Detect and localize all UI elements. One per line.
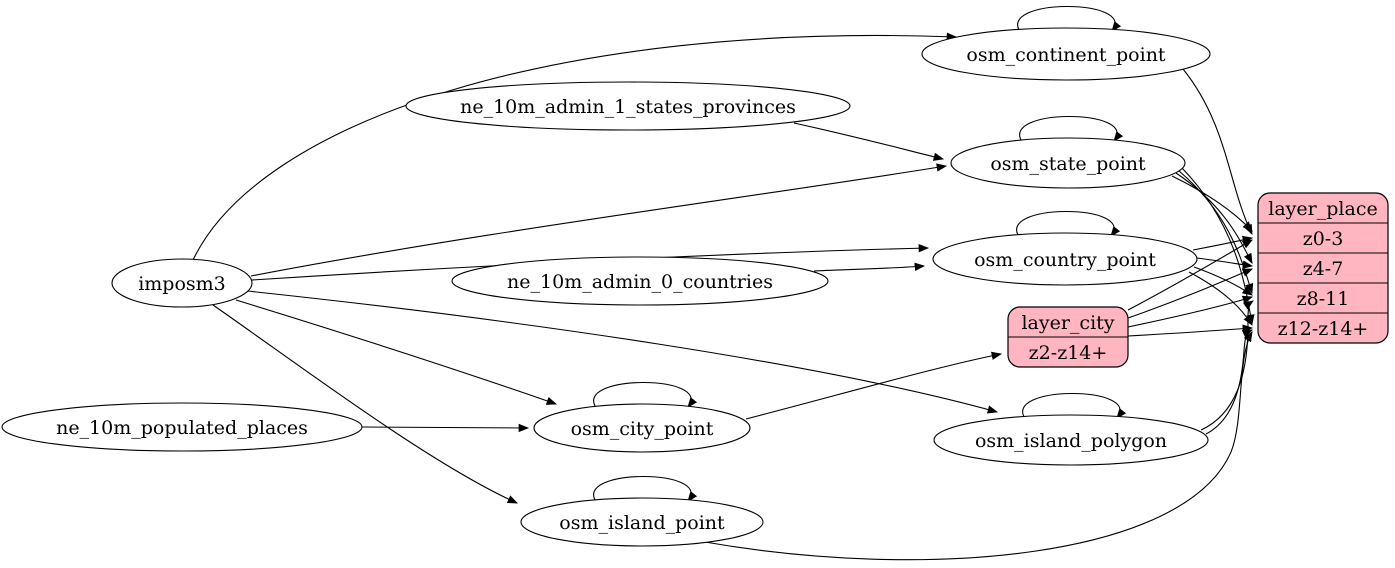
node-osm-state-point: osm_state_point — [950, 137, 1186, 189]
node-osm-continent-point-shape — [921, 27, 1211, 81]
node-ne-10m-admin-1-states-provinces: ne_10m_admin_1_states_provinces — [405, 81, 851, 131]
edge-ne_10m_admin_0_countries-to-osm_country_point — [813, 262, 926, 272]
node-imposm3: imposm3 — [111, 258, 253, 308]
node-osm-island-polygon: osm_island_polygon — [933, 414, 1209, 466]
record-layer-place-title: layer_place — [1268, 198, 1377, 220]
node-osm-country-point-shape — [932, 232, 1198, 286]
record-layer-city-row-z2-z14: z2-z14+ — [1029, 342, 1108, 364]
node-osm-island-point-shape — [520, 497, 764, 547]
edge-osm_island_point-to-layer_place-z12-z14+ — [698, 331, 1253, 561]
edge-osm_state_point-to-layer_place-z0-3 — [1171, 175, 1253, 232]
record-layer-place-row-z8-11: z8-11 — [1297, 288, 1350, 310]
edge-imposm3-to-osm_state_point — [250, 163, 948, 277]
node-ne-10m-admin-1-states-provinces-shape — [405, 81, 851, 131]
node-osm-continent-point-label: osm_continent_point — [966, 44, 1166, 66]
record-layer-place: layer_place z0-3 z4-7 z8-11 z12-z14+ — [1257, 192, 1389, 344]
edge-osm_island_polygon-to-layer_place-z8-11 — [1200, 300, 1254, 431]
record-layer-place-row-z12-z14: z12-z14+ — [1278, 318, 1369, 340]
self-loop-osm_island_polygon — [1022, 392, 1127, 421]
edge-osm_state_point-to-layer_place-z8-11 — [1178, 170, 1254, 295]
edge-imposm3-to-osm_city_point — [235, 299, 558, 405]
record-layer-city: layer_city z2-z14+ — [1007, 306, 1129, 368]
edge-osm_city_point-to-layer_city-z2-z14+ — [745, 351, 1003, 420]
node-osm-island-point-label: osm_island_point — [559, 512, 725, 534]
self-loop-osm_continent_point — [1017, 5, 1122, 34]
node-ne-10m-admin-0-countries: ne_10m_admin_0_countries — [451, 256, 829, 306]
self-loop-osm_country_point — [1016, 210, 1121, 239]
edge-layer — [192, 5, 1255, 561]
self-loop-osm_city_point — [593, 381, 698, 410]
edge-osm_country_point-to-layer_place-z4-7 — [1196, 257, 1254, 269]
self-loop-osm_island_point — [593, 475, 698, 504]
edge-ne_10m_admin_1_states_provinces-to-osm_state_point — [793, 122, 945, 161]
edge-osm_country_point-to-layer_place-z12-z14+ — [1188, 271, 1253, 326]
edge-imposm3-to-osm_continent_point — [192, 32, 958, 261]
node-ne-10m-admin-0-countries-label: ne_10m_admin_0_countries — [507, 271, 773, 293]
node-osm-island-polygon-shape — [933, 414, 1209, 466]
record-layer-place-shape — [1257, 192, 1389, 344]
node-osm-state-point-label: osm_state_point — [990, 153, 1146, 175]
node-ne-10m-populated-places-shape — [1, 402, 363, 452]
node-ne-10m-admin-1-states-provinces-label: ne_10m_admin_1_states_provinces — [460, 96, 796, 118]
edge-osm_state_point-to-layer_place-z4-7 — [1175, 172, 1253, 264]
record-layer-place-row-z4-7: z4-7 — [1303, 258, 1344, 280]
edge-osm_state_point-to-layer_place-z12-z14+ — [1181, 167, 1255, 326]
node-imposm3-shape — [111, 258, 253, 308]
edge-ne_10m_populated_places-to-osm_city_point — [361, 423, 530, 433]
node-ne-10m-populated-places: ne_10m_populated_places — [1, 402, 363, 452]
node-osm-island-polygon-label: osm_island_polygon — [975, 430, 1167, 452]
edge-layer_city-to-layer_place-z8-11 — [1127, 295, 1254, 328]
node-imposm3-label: imposm3 — [138, 273, 226, 295]
node-osm-country-point: osm_country_point — [932, 232, 1198, 286]
edge-osm_continent_point-to-layer_place-z0-3 — [1182, 68, 1253, 235]
edge-osm_island_polygon-to-layer_place-z12-z14+ — [1205, 329, 1254, 435]
node-osm-island-point: osm_island_point — [520, 497, 764, 547]
record-layer-place-row-z0-3: z0-3 — [1303, 228, 1344, 250]
node-ne-10m-admin-0-countries-shape — [451, 256, 829, 306]
node-osm-state-point-shape — [950, 137, 1186, 189]
self-loop-osm_state_point — [1019, 115, 1124, 144]
edge-imposm3-to-osm_island_polygon — [246, 290, 999, 414]
record-layer-city-title: layer_city — [1021, 312, 1114, 334]
node-osm-city-point-shape — [533, 403, 751, 453]
edge-layer_city-to-layer_place-z0-3 — [1127, 239, 1253, 311]
node-osm-continent-point: osm_continent_point — [921, 27, 1211, 81]
edge-layer_city-to-layer_place-z4-7 — [1127, 268, 1254, 319]
edge-osm_country_point-to-layer_place-z0-3 — [1192, 235, 1254, 251]
edge-imposm3-to-osm_island_point — [212, 304, 519, 504]
edge-layer_city-to-layer_place-z12-z14+ — [1127, 324, 1254, 337]
node-ne-10m-populated-places-label: ne_10m_populated_places — [56, 417, 308, 439]
node-osm-city-point-label: osm_city_point — [571, 418, 714, 440]
node-osm-city-point: osm_city_point — [533, 403, 751, 453]
node-osm-country-point-label: osm_country_point — [974, 249, 1156, 271]
